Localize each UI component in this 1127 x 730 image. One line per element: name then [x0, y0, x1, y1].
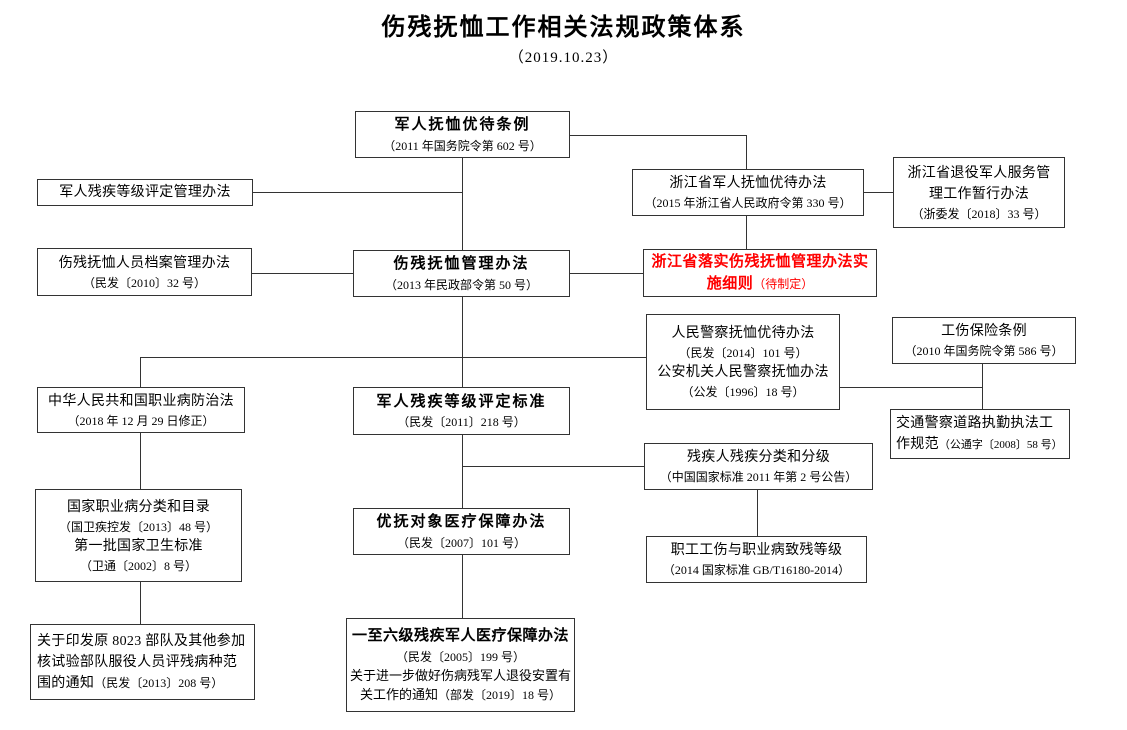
node-title-cont: 施细则 [706, 275, 754, 292]
node-police-pension-measures: 人民警察抚恤优待办法 （民发〔2014〕101 号） 公安机关人民警察抚恤办法 … [646, 314, 840, 410]
node-disability-pension-admin-measures: 伤残抚恤管理办法 （2013 年民政部令第 50 号） [353, 250, 570, 297]
connector-disease-law-drop [140, 357, 141, 387]
node-ref: （民发〔2014〕101 号） [678, 346, 808, 360]
node-title: 军人抚恤优待条例 [394, 116, 531, 134]
connector-regulation-to-zj-h [570, 135, 746, 136]
node-disability-classification-standard: 残疾人残疾分类和分级 （中国国家标准 2011 年第 2 号公告） [644, 443, 873, 490]
node-title: 人民警察抚恤优待办法 [671, 326, 815, 341]
node-zj-veterans-service-measures: 浙江省退役军人服务管 理工作暂行办法 （浙委发〔2018〕33 号） [893, 157, 1065, 228]
node-line-cont: 关工作的通知 [359, 687, 438, 703]
node-title: 中华人民共和国职业病防治法 [48, 393, 234, 409]
node-military-pension-regulation: 军人抚恤优待条例 （2011 年国务院令第 602 号） [355, 111, 570, 158]
node-entitled-groups-medical-measures: 优抚对象医疗保障办法 （民发〔2007〕101 号） [353, 508, 570, 555]
connector-classification-to-grades [757, 490, 758, 536]
node-title: 浙江省落实伤残抚恤管理办法实 [651, 252, 869, 270]
node-line-cont: 作规范 [896, 437, 939, 452]
node-ref: （中国国家标准 2011 年第 2 号公告） [659, 470, 858, 484]
connector-classification-left [462, 466, 644, 467]
node-ref: （2018 年 12 月 29 日修正） [67, 413, 215, 428]
connector-regulation-to-zj-v [746, 135, 747, 169]
node-title: 工伤保险条例 [941, 324, 1027, 339]
node-work-injury-disability-grades: 职工工伤与职业病致残等级 （2014 国家标准 GB/T16180-2014） [646, 536, 867, 583]
node-title: 优抚对象医疗保障办法 [376, 513, 547, 531]
connector-standard-to-medical [462, 435, 463, 508]
node-ref: （民发〔2011〕218 号） [397, 415, 526, 430]
node-title: 公安机关人民警察抚恤办法 [657, 365, 829, 380]
node-ref: （民发〔2005〕199 号） [395, 649, 525, 664]
node-title: 伤残抚恤人员档案管理办法 [58, 255, 231, 271]
node-line-cont: 围的通知 [37, 675, 95, 691]
node-ref: （公发〔1996〕18 号） [681, 385, 805, 399]
node-line: 浙江省退役军人服务管 [907, 165, 1051, 181]
node-line: 理工作暂行办法 [928, 186, 1030, 202]
node-title: 军人残疾等级评定管理办法 [59, 185, 231, 200]
node-title: 国家职业病分类和目录 [67, 499, 210, 515]
node-ref: （民发〔2013〕208 号） [94, 675, 224, 690]
node-line: 核试验部队服役人员评残病种范 [37, 654, 238, 670]
node-disabled-servicemen-medical-measures: 一至六级残疾军人医疗保障办法 （民发〔2005〕199 号） 关于进一步做好伤病… [346, 618, 575, 712]
connector-admin-to-rules [570, 273, 643, 274]
node-title: 浙江省军人抚恤优待办法 [669, 176, 827, 191]
node-ref: （民发〔2010〕32 号） [82, 275, 206, 290]
connector-rating-measures [253, 192, 462, 193]
node-work-injury-insurance-regulation: 工伤保险条例 （2010 年国务院令第 586 号） [892, 317, 1076, 364]
node-ref: （2014 国家标准 GB/T16180-2014） [662, 563, 851, 577]
connector-medical-to-servicemen [462, 555, 463, 618]
node-ref: （民发〔2007〕101 号） [396, 535, 526, 550]
node-military-disability-rating-measures: 军人残疾等级评定管理办法 [37, 179, 253, 206]
node-ref: （2010 年国务院令第 586 号） [904, 344, 1064, 358]
node-ref: （2013 年民政部令第 50 号） [384, 277, 538, 292]
connector-catalog-to-notice [140, 582, 141, 624]
node-line: 关于进一步做好伤病残军人退役安置有 [350, 667, 572, 683]
node-ref: （2015 年浙江省人民政府令第 330 号） [644, 196, 852, 210]
connector-police-to-insurance [840, 387, 982, 388]
connector-admin-to-standard [462, 297, 463, 387]
connector-zj-to-veterans [864, 192, 893, 193]
connector-insurance-to-traffic [982, 364, 983, 409]
node-traffic-police-standard: 交通警察道路执勤执法工 作规范（公通字〔2008〕58 号） [890, 409, 1070, 459]
node-ref: （卫通〔2002〕8 号） [79, 558, 197, 573]
node-national-occupational-disease-catalog: 国家职业病分类和目录 （国卫疾控发〔2013〕48 号） 第一批国家卫生标准 （… [35, 489, 242, 582]
node-title: 第一批国家卫生标准 [74, 538, 203, 554]
node-ref2: （部发〔2019〕18 号） [438, 688, 562, 703]
node-ref: （浙委发〔2018〕33 号） [911, 206, 1047, 221]
page-title: 伤残抚恤工作相关法规政策体系 [381, 15, 746, 41]
node-occupational-disease-law: 中华人民共和国职业病防治法 （2018 年 12 月 29 日修正） [37, 387, 245, 433]
node-title: 残疾人残疾分类和分级 [687, 450, 830, 465]
connector-regulation-to-admin [462, 158, 463, 250]
connector-archives-to-admin [252, 273, 353, 274]
node-status: （待制定） [753, 277, 814, 291]
node-zj-implementation-rules: 浙江省落实伤残抚恤管理办法实 施细则（待制定） [643, 249, 877, 297]
connector-zj-to-rules [746, 216, 747, 249]
node-title: 一至六级残疾军人医疗保障办法 [351, 627, 569, 645]
node-line: 关于印发原 8023 部队及其他参加 [37, 633, 246, 649]
page-date: （2019.10.23） [508, 50, 619, 66]
node-title: 伤残抚恤管理办法 [393, 255, 530, 273]
node-title: 职工工伤与职业病致残等级 [670, 543, 843, 558]
node-ref: （2011 年国务院令第 602 号） [383, 138, 542, 153]
node-ref: （国卫疾控发〔2013〕48 号） [58, 519, 218, 534]
node-title: 军人残疾等级评定标准 [376, 392, 547, 410]
node-disability-pension-archives-measures: 伤残抚恤人员档案管理办法 （民发〔2010〕32 号） [37, 248, 252, 296]
node-zj-military-pension-measures: 浙江省军人抚恤优待办法 （2015 年浙江省人民政府令第 330 号） [632, 169, 864, 216]
connector-law-to-catalog [140, 433, 141, 489]
connector-police-left [140, 357, 648, 358]
node-ref: （公通字〔2008〕58 号） [938, 439, 1063, 451]
node-unit8023-notice: 关于印发原 8023 部队及其他参加 核试验部队服役人员评残病种范 围的通知（民… [30, 624, 255, 700]
node-military-disability-rating-standard: 军人残疾等级评定标准 （民发〔2011〕218 号） [353, 387, 570, 435]
node-line: 交通警察道路执勤执法工 [896, 416, 1054, 431]
